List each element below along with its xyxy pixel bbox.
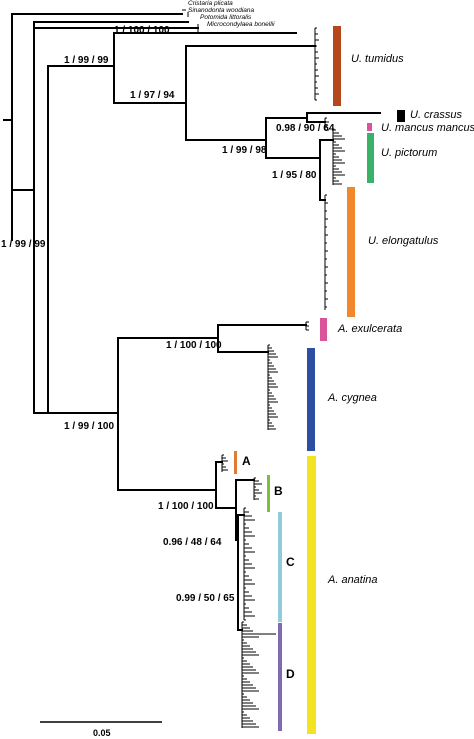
clade-label: U. tumidus (351, 53, 404, 65)
tree-branch (215, 461, 255, 541)
tree-branch (3, 13, 189, 414)
tree-branch (237, 514, 245, 631)
clade-label: A. anatina (328, 574, 378, 586)
clade-color-bars (234, 26, 405, 734)
support-value: 1 / 99 / 98 (222, 145, 267, 156)
clade-bar-anatina (307, 456, 316, 734)
support-value: 1 / 100 / 100 (158, 501, 214, 512)
outgroup-label: Potomida littoralis (200, 14, 252, 21)
tip-cluster (332, 129, 345, 185)
support-value: 0.98 / 90 / 64 (276, 123, 335, 134)
support-value: 0.99 / 50 / 65 (176, 593, 235, 604)
tip-cluster (243, 507, 255, 621)
tip-cluster (253, 477, 262, 500)
tree-branch (306, 112, 381, 201)
tree-branch (185, 45, 321, 159)
outgroup-label: Sinanodonta woodiana (188, 7, 255, 14)
tree-branch (33, 27, 297, 104)
tip-cluster (305, 321, 309, 331)
tree-branches (3, 13, 381, 631)
clade-label: U. mancus mancus (381, 122, 474, 134)
clade-label: A. exulcerata (338, 323, 403, 335)
support-value: 1 / 99 / 99 (64, 55, 109, 66)
subclade-label: C (286, 555, 295, 569)
tree-branch (3, 119, 13, 241)
tree-branch (217, 324, 307, 353)
tip-cluster (267, 344, 278, 430)
outgroup-label: Microcondylaea bonellii (207, 21, 275, 28)
clade-label: A. cygnea (328, 392, 377, 404)
outgroup-ticks (182, 9, 199, 32)
tip-branches (182, 9, 345, 728)
clade-bar-elongatulus (347, 187, 355, 317)
support-value: 0.96 / 48 / 64 (163, 537, 222, 548)
clade-label: U. elongatulus (368, 235, 439, 247)
tip-cluster (314, 27, 319, 101)
clade-bar-sub-C (278, 512, 282, 622)
scale-bar-label: 0.05 (93, 728, 111, 738)
clade-bar-tumidus (333, 26, 341, 106)
tip-cluster (324, 117, 329, 131)
tip-cluster (221, 454, 228, 472)
clade-bar-sub-B (267, 475, 270, 512)
tip-cluster (324, 194, 328, 310)
clade-bar-mancus (367, 123, 372, 131)
subclade-label: A (242, 454, 251, 468)
support-value: 1 / 97 / 94 (130, 90, 175, 101)
clade-bar-sub-D (278, 623, 282, 731)
support-value: 1 / 100 / 100 (114, 25, 170, 36)
clade-label: U. crassus (410, 109, 462, 121)
clade-bar-crassus (397, 110, 405, 122)
clade-label: U. pictorum (381, 147, 438, 159)
clade-bar-pictorum (367, 133, 374, 183)
subclade-label: B (274, 484, 283, 498)
clade-bar-cygnea (307, 348, 315, 451)
tip-cluster (241, 621, 276, 728)
support-value: 1 / 100 / 100 (166, 340, 222, 351)
support-value: 1 / 99 / 99 (1, 239, 46, 250)
outgroup-label: Cristaria plicata (188, 0, 233, 7)
clade-bar-sub-A (234, 451, 237, 474)
support-value: 1 / 95 / 80 (272, 170, 317, 181)
tree-branch (47, 337, 219, 491)
subclade-label: D (286, 667, 295, 681)
clade-bar-exulcerata (320, 318, 327, 341)
support-value: 1 / 99 / 100 (64, 421, 115, 432)
